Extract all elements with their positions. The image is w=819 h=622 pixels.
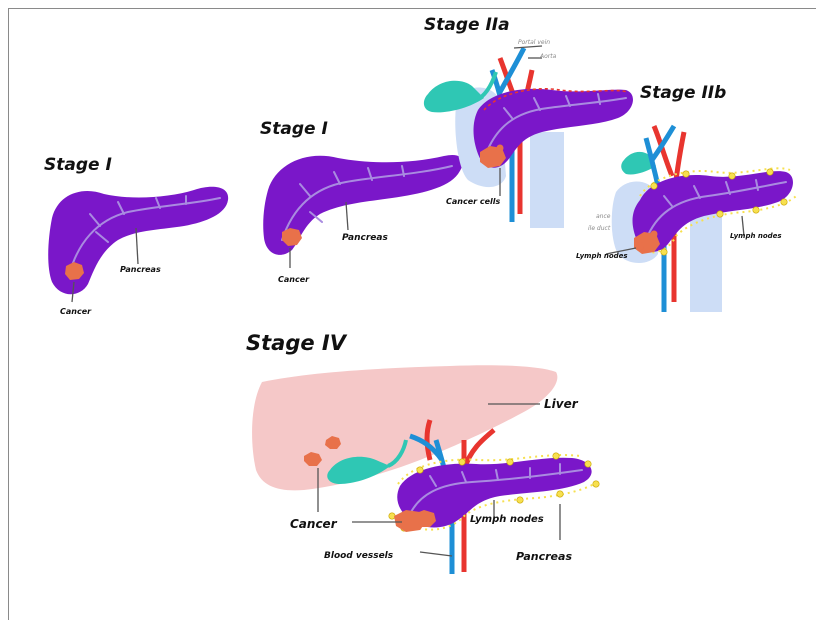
stage-2a-portal-vein-label: Portal vein [518, 39, 550, 46]
cancer-cells-pancreas [394, 510, 436, 532]
stage-1-left-cancer-label: Cancer [60, 307, 92, 316]
blue-tissue-column [530, 132, 564, 228]
stage-2b-partial-label-1: ance [596, 213, 611, 220]
stage-1-middle-cancer-label: Cancer [278, 275, 310, 284]
stage-2b-partial-label-2: ile duct [588, 225, 611, 232]
stage-4-liver-label: Liver [544, 397, 579, 411]
stage-2a-cancer-cells-label: Cancer cells [446, 197, 501, 206]
stage-1-middle-title: Stage I [260, 119, 328, 139]
stage-4-cancer-label: Cancer [290, 517, 338, 531]
stage-4-blood-vessels-label: Blood vessels [324, 551, 394, 561]
stage-4-pancreas-label: Pancreas [516, 550, 572, 563]
stage-2a-title: Stage IIa [424, 15, 510, 35]
stage-1-left-pancreas-label: Pancreas [120, 265, 161, 274]
stage-1-middle-illustration [263, 155, 463, 268]
blue-tissue-column [690, 208, 722, 312]
stage-2b-lymph-nodes-left-label: Lymph nodes [576, 252, 628, 260]
stage-1-middle-pancreas-label: Pancreas [342, 233, 388, 243]
stage-2b-title: Stage IIb [640, 83, 726, 103]
stage-2a-aorta-label: Aorta [539, 53, 557, 60]
stage-4-title: Stage IV [246, 331, 348, 355]
stage-2b-lymph-nodes-right-label: Lymph nodes [730, 232, 782, 240]
stage-2b-illustration [606, 126, 796, 312]
stage-1-left-illustration [48, 187, 228, 302]
stage-4-lymph-nodes-label: Lymph nodes [470, 514, 544, 525]
stage-1-left-title: Stage I [44, 155, 112, 175]
